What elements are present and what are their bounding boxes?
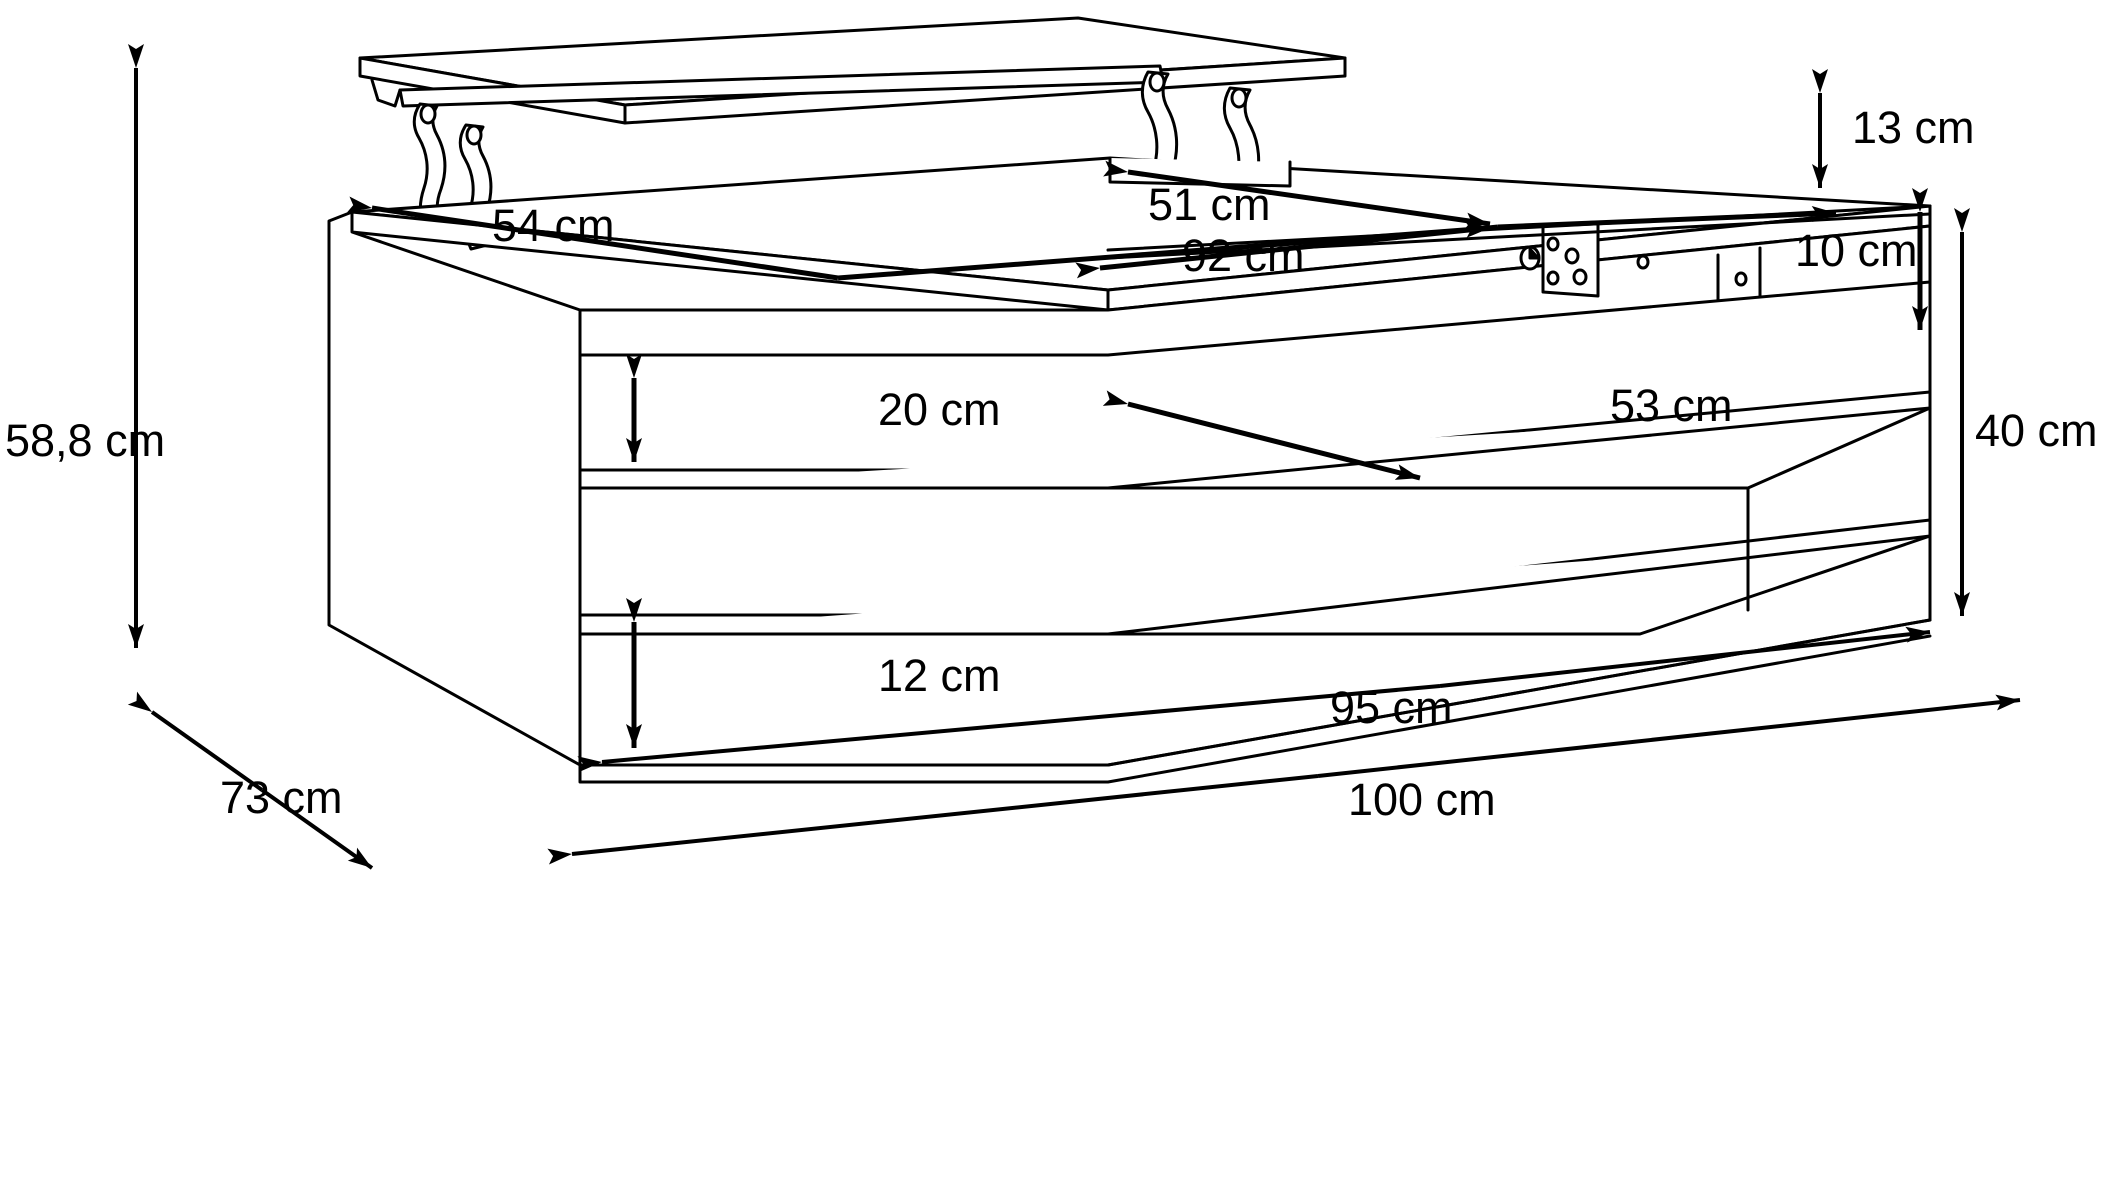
dimension-label-shelf-clearance-lower: 12 cm [878, 650, 1001, 701]
dimension-label-shelf-depth: 53 cm [1610, 380, 1733, 431]
dimension-line-overall-depth [127, 691, 374, 870]
dimension-label-inner-width: 92 cm [1182, 230, 1305, 281]
dimension-label-front-width: 95 cm [1330, 682, 1453, 733]
dimension-label-storage-depth: 10 cm [1795, 225, 1918, 276]
dimension-line-overall-width [547, 694, 2021, 865]
cabinet-interior-back-and-shelf [1106, 224, 1932, 767]
dimension-line-shelf-depth [1102, 390, 1421, 481]
dimension-label-overall-height: 58,8 cm [5, 415, 166, 466]
cabinet-left-side-panel [327, 210, 582, 767]
dimension-line-front-width [577, 626, 1931, 773]
hinge-mounting-plate [1519, 220, 1762, 302]
cabinet-front-panel [578, 224, 1932, 767]
dimension-label-top-depth: 54 cm [492, 200, 615, 251]
dimension-label-overall-width: 100 cm [1348, 774, 1496, 825]
dimension-label-body-height: 40 cm [1975, 405, 2098, 456]
dimension-label-overall-depth: 73 cm [220, 772, 343, 823]
dimension-label-shelf-clearance-upper: 20 cm [878, 384, 1001, 435]
dimension-label-lift-rise: 13 cm [1852, 102, 1975, 153]
table-top-panel [358, 16, 1347, 125]
cabinet-bottom-edge [578, 634, 1932, 784]
dimension-line-inner-depth [1103, 160, 1491, 229]
dimension-label-inner-depth: 51 cm [1148, 179, 1271, 230]
dimension-line-top-depth [347, 196, 1491, 281]
